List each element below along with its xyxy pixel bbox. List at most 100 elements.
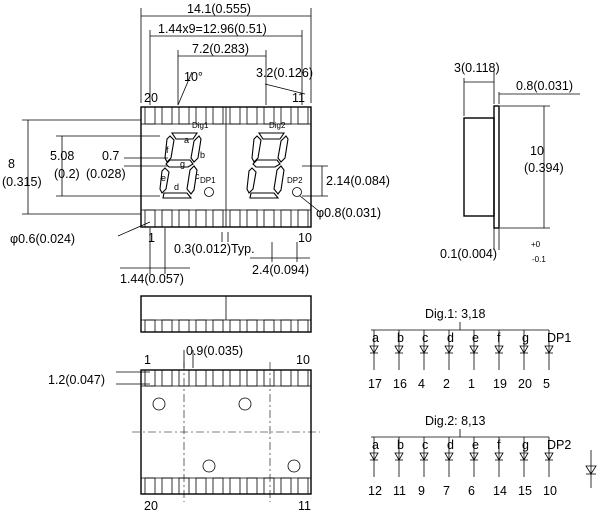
lead-tooth [297,209,309,228]
lead-tooth [178,319,190,333]
lead-tooth [229,106,241,125]
diode-icon [469,452,479,461]
segment-label-e: e [161,173,166,183]
segment-label-d: d [174,182,179,192]
circuit-segment-label: b [397,331,404,345]
edge-view-lead-teeth [144,319,309,333]
diode-icon [394,452,404,461]
locator-hole [238,397,252,411]
bottom-view: 1 10 20 11 0.9(0.035) 1.2(0.047) [48,344,320,513]
circuit-pin-number: 4 [418,377,425,391]
bottom-pin-1: 1 [144,353,151,367]
lead-tooth [195,106,207,125]
circuit-segment-label: b [397,438,404,452]
slant-angle-dimension: 10° [184,70,203,84]
pad-tooth [263,477,275,495]
side-view-body [463,117,495,217]
circuit-pin-number: 12 [368,484,382,498]
pin-gap-dimension: 0.3(0.012)Typ. [174,242,255,256]
bottom-view-lead-teeth-top [144,209,309,228]
circuit-pin-number: 19 [493,377,507,391]
tolerance-minus: -0.1 [532,255,546,264]
locator-hole [152,397,166,411]
circuit-pin-number: 10 [543,484,557,498]
lead-tooth [297,106,309,125]
diode-icon [369,345,379,354]
circuit-pin-number: 14 [493,484,507,498]
diode-icon [444,452,454,461]
circuit-pin-number: 6 [468,484,475,498]
pad-tooth [195,477,207,495]
diode-icon [544,345,554,354]
digit-height-dimension-inches: (0.2) [54,167,80,181]
circuit-segment-label: c [422,438,428,452]
pin-diameter-leader [117,221,151,237]
pad-tooth [161,477,173,495]
pad-tooth [161,369,173,387]
lead-tooth [263,106,275,125]
pad-tooth [212,477,224,495]
digit-1-label: Dig1 [192,121,209,130]
pin-diameter-dimension: φ0.6(0.024) [10,232,75,246]
segment-label-a: a [184,135,189,145]
circuit-segment-label: DP2 [547,438,571,452]
lead-tooth [212,319,224,333]
dp-spacing-dimension: 2.4(0.094) [252,263,309,277]
digit-2-segment-b [277,135,289,163]
top-view-lead-teeth [144,106,309,125]
circuit-dig1-title: Dig.1: 3,18 [425,307,486,321]
top-view: Dig1 Dig2 a b c d e f g DP1 DP2 20 11 1 … [2,2,390,286]
overall-width-dimension: 14.1(0.555) [187,2,251,16]
lead-tooth [161,209,173,228]
bottom-view-bottom-pads [144,477,309,495]
segment-gap-dimension: 3.2(0.126) [256,66,313,80]
tolerance-plus: +0 [531,240,541,249]
pad-tooth [246,477,258,495]
circuit-segment-label: a [372,331,379,345]
digit-2-segment-d [249,192,280,199]
lead-tooth [280,209,292,228]
side-height-dimension: 10 [530,144,544,158]
pad-tooth [144,369,156,387]
pad-tooth [229,369,241,387]
side-height-dimension-inches: (0.394) [524,161,564,175]
circuit-segment-label: f [497,438,501,452]
bottom-pin-20: 20 [144,499,158,513]
lead-tooth [212,209,224,228]
diode-icon [394,345,404,354]
lead-tooth [161,106,173,125]
circuit-pin-number: 15 [518,484,532,498]
lead-tooth [195,319,207,333]
edge-view [140,295,312,333]
circuit-segment-label: a [372,438,379,452]
pitch-total-dimension: 1.44x9=12.96(0.51) [158,22,267,36]
diode-icon [519,345,529,354]
lead-tooth [229,209,241,228]
digit-1-segment-e [159,167,170,194]
segment-label-c: c [195,171,200,181]
circuit-segment-label: f [497,331,501,345]
circuit-dig2-title: Dig.2: 8,13 [425,414,486,428]
digit-2-label: Dig2 [269,121,286,130]
circuit-segment-label: g [522,438,529,452]
lead-tooth [144,106,156,125]
segment-label-g: g [180,159,185,169]
tolerance-dimension: 0.1(0.004) [440,247,497,261]
lead-tooth [178,106,190,125]
locator-hole [202,459,216,473]
extra-diode-symbol [585,450,597,488]
digit-height-dimension: 5.08 [50,149,74,163]
top-pin-20: 20 [144,91,158,105]
circuit-pin-number: 1 [468,377,475,391]
lead-tooth [195,209,207,228]
digit-2-segment-e [246,167,257,194]
bottom-view-top-pads [144,369,309,387]
side-view: 3(0.118) 0.8(0.031) 10 (0.394) 0.1(0.004… [440,61,580,264]
slant-angle-line [177,71,193,106]
pad-tooth [263,369,275,387]
